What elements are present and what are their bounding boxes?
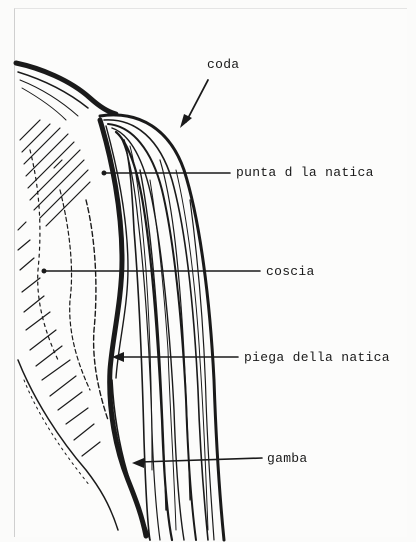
label-punta-della-natica: punta d la natica [236,166,374,179]
croup-outline [16,63,116,120]
label-coda: coda [207,58,239,71]
thigh-contours [18,150,118,530]
punta-dot [102,171,107,176]
coda-arrowhead [180,114,192,128]
coda-arrow [186,80,208,122]
thigh-shading [18,120,100,456]
label-piega-della-natica: piega della natica [244,351,390,364]
gamba-arrowhead [132,458,144,468]
label-coscia: coscia [266,265,315,278]
coscia-dot [42,269,47,274]
label-gamba: gamba [267,452,308,465]
